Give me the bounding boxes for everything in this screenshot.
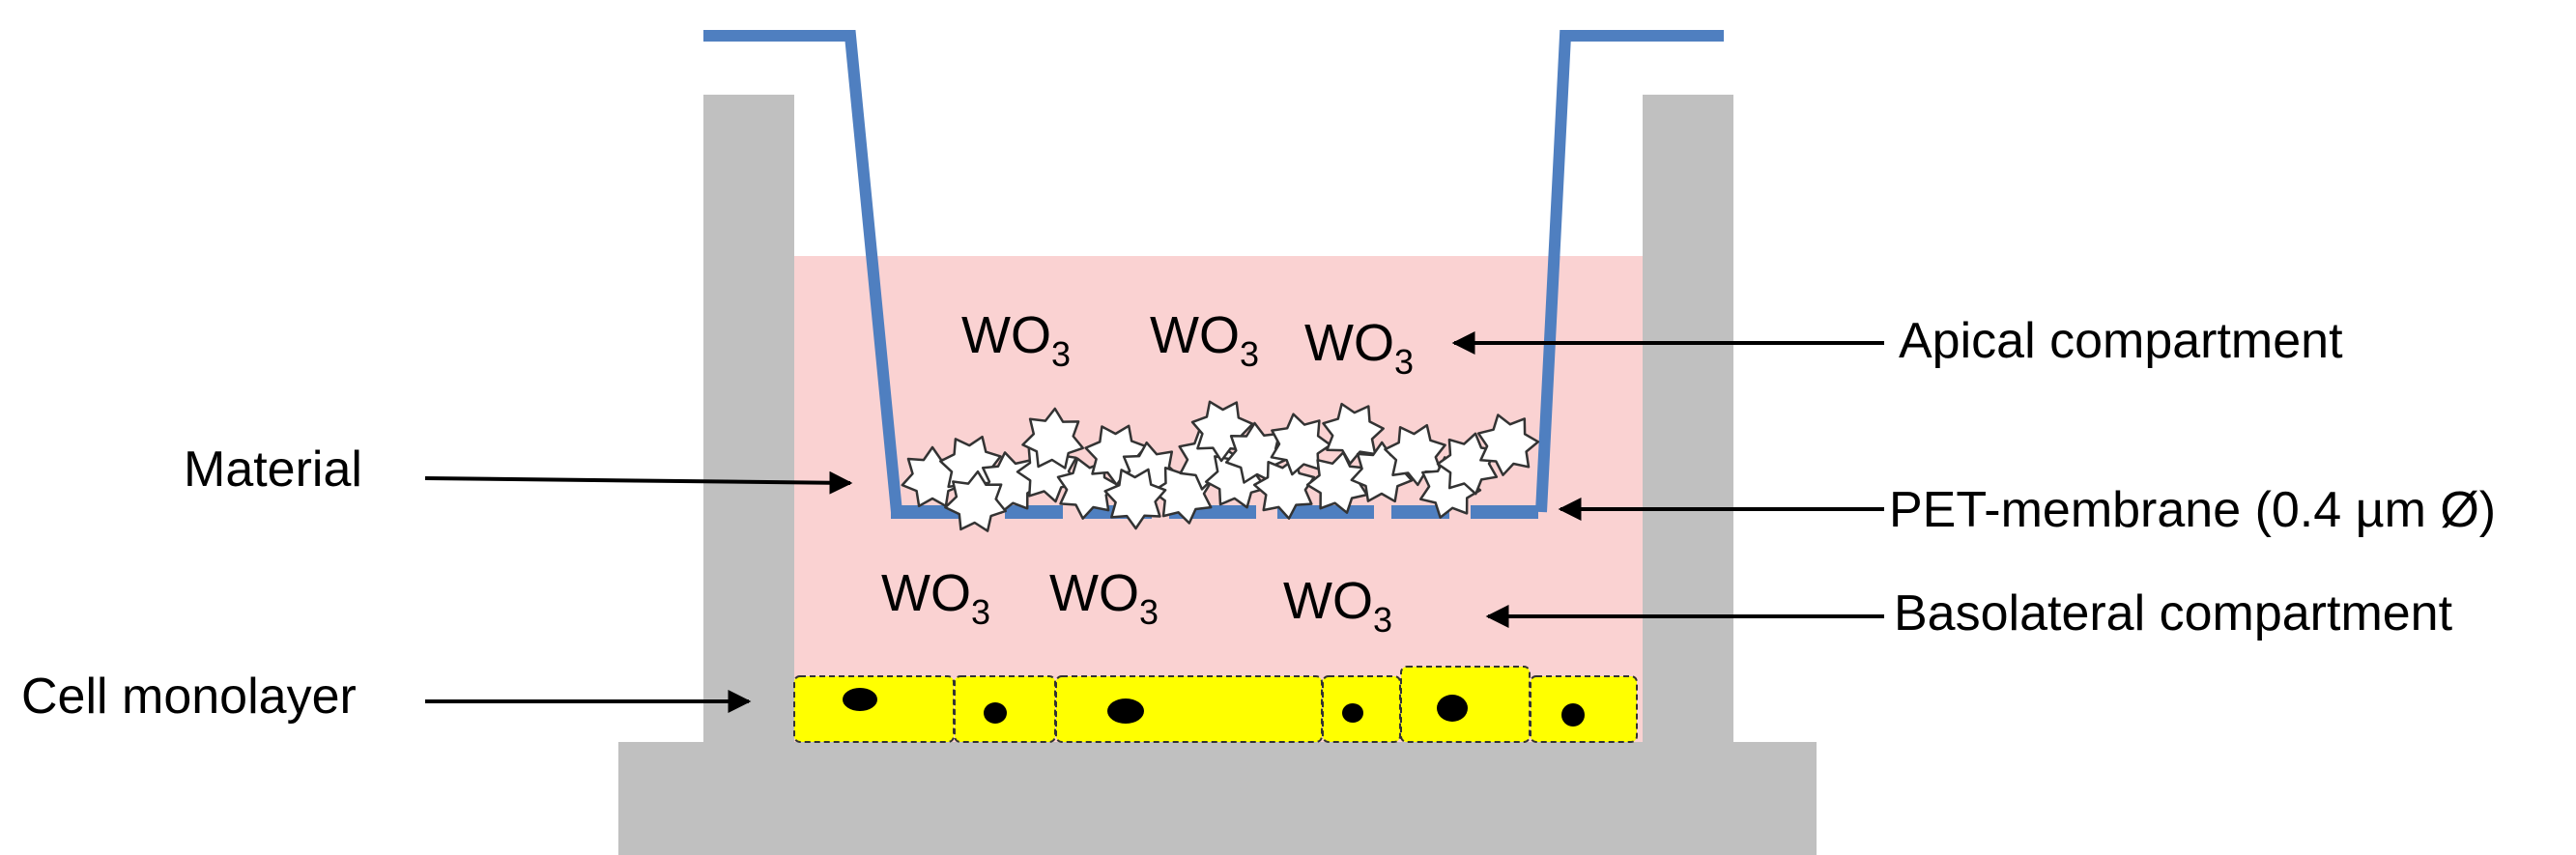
compound-subscript: 3 bbox=[1394, 342, 1414, 382]
compound-formula: WO bbox=[1049, 564, 1139, 622]
compound-subscript: 3 bbox=[1240, 334, 1259, 374]
svg-text:WO3: WO3 bbox=[1304, 314, 1414, 382]
basolateral-compartment-label: Basolateral compartment bbox=[1894, 585, 2453, 641]
wo3-basolateral-1: WO3 bbox=[881, 564, 990, 632]
pet-membrane-label: PET-membrane (0.4 µm Ø) bbox=[1889, 482, 2496, 538]
svg-text:WO3: WO3 bbox=[1049, 564, 1159, 632]
cell-nucleus bbox=[843, 688, 877, 711]
material-particle bbox=[1476, 413, 1540, 476]
material-particle bbox=[1384, 423, 1446, 487]
well-base bbox=[618, 742, 1817, 855]
wo3-apical-3: WO3 bbox=[1304, 314, 1414, 382]
material-particle bbox=[1322, 402, 1385, 466]
wo3-basolateral-3: WO3 bbox=[1283, 572, 1392, 640]
insert-right-side bbox=[1535, 30, 1724, 513]
cell-monolayer-label: Cell monolayer bbox=[21, 669, 357, 725]
cell-nucleus bbox=[984, 702, 1007, 724]
cell-monolayer bbox=[793, 666, 1638, 743]
compound-subscript: 3 bbox=[1139, 592, 1159, 632]
wo3-apical-2: WO3 bbox=[1150, 306, 1259, 374]
cell bbox=[1530, 675, 1638, 743]
cell-nucleus bbox=[1342, 703, 1363, 723]
material-particle bbox=[1252, 457, 1316, 520]
svg-text:WO3: WO3 bbox=[961, 306, 1071, 374]
material-particle bbox=[1103, 468, 1167, 530]
cell bbox=[793, 675, 955, 743]
well bbox=[618, 95, 1817, 855]
wo3-basolateral-2: WO3 bbox=[1049, 564, 1159, 632]
cell-nucleus bbox=[1437, 695, 1468, 722]
insert-left-side bbox=[703, 30, 902, 513]
compound-formula: WO bbox=[881, 564, 971, 622]
cell bbox=[1055, 675, 1323, 743]
compound-formula: WO bbox=[961, 306, 1051, 364]
compound-subscript: 3 bbox=[971, 592, 990, 632]
compound-formula: WO bbox=[1150, 306, 1240, 364]
svg-text:WO3: WO3 bbox=[1150, 306, 1259, 374]
material-label: Material bbox=[184, 442, 362, 498]
cell-nucleus bbox=[1561, 703, 1585, 727]
apical-compartment-label: Apical compartment bbox=[1899, 313, 2343, 369]
well-left-wall bbox=[703, 95, 794, 752]
cell-nucleus bbox=[1107, 698, 1144, 724]
material-particle bbox=[1436, 432, 1499, 496]
compound-subscript: 3 bbox=[1373, 600, 1392, 640]
material-particle bbox=[944, 470, 1007, 532]
material-arrow bbox=[424, 470, 853, 495]
material-particle bbox=[1021, 407, 1085, 470]
compound-formula: WO bbox=[1304, 314, 1394, 372]
material-particle bbox=[1270, 413, 1332, 476]
svg-text:WO3: WO3 bbox=[1283, 572, 1392, 640]
wo3-apical-1: WO3 bbox=[961, 306, 1071, 374]
compound-subscript: 3 bbox=[1051, 334, 1071, 374]
svg-text:WO3: WO3 bbox=[881, 564, 990, 632]
compound-formula: WO bbox=[1283, 572, 1373, 630]
well-right-wall bbox=[1643, 95, 1733, 752]
material-particles bbox=[901, 400, 1540, 532]
